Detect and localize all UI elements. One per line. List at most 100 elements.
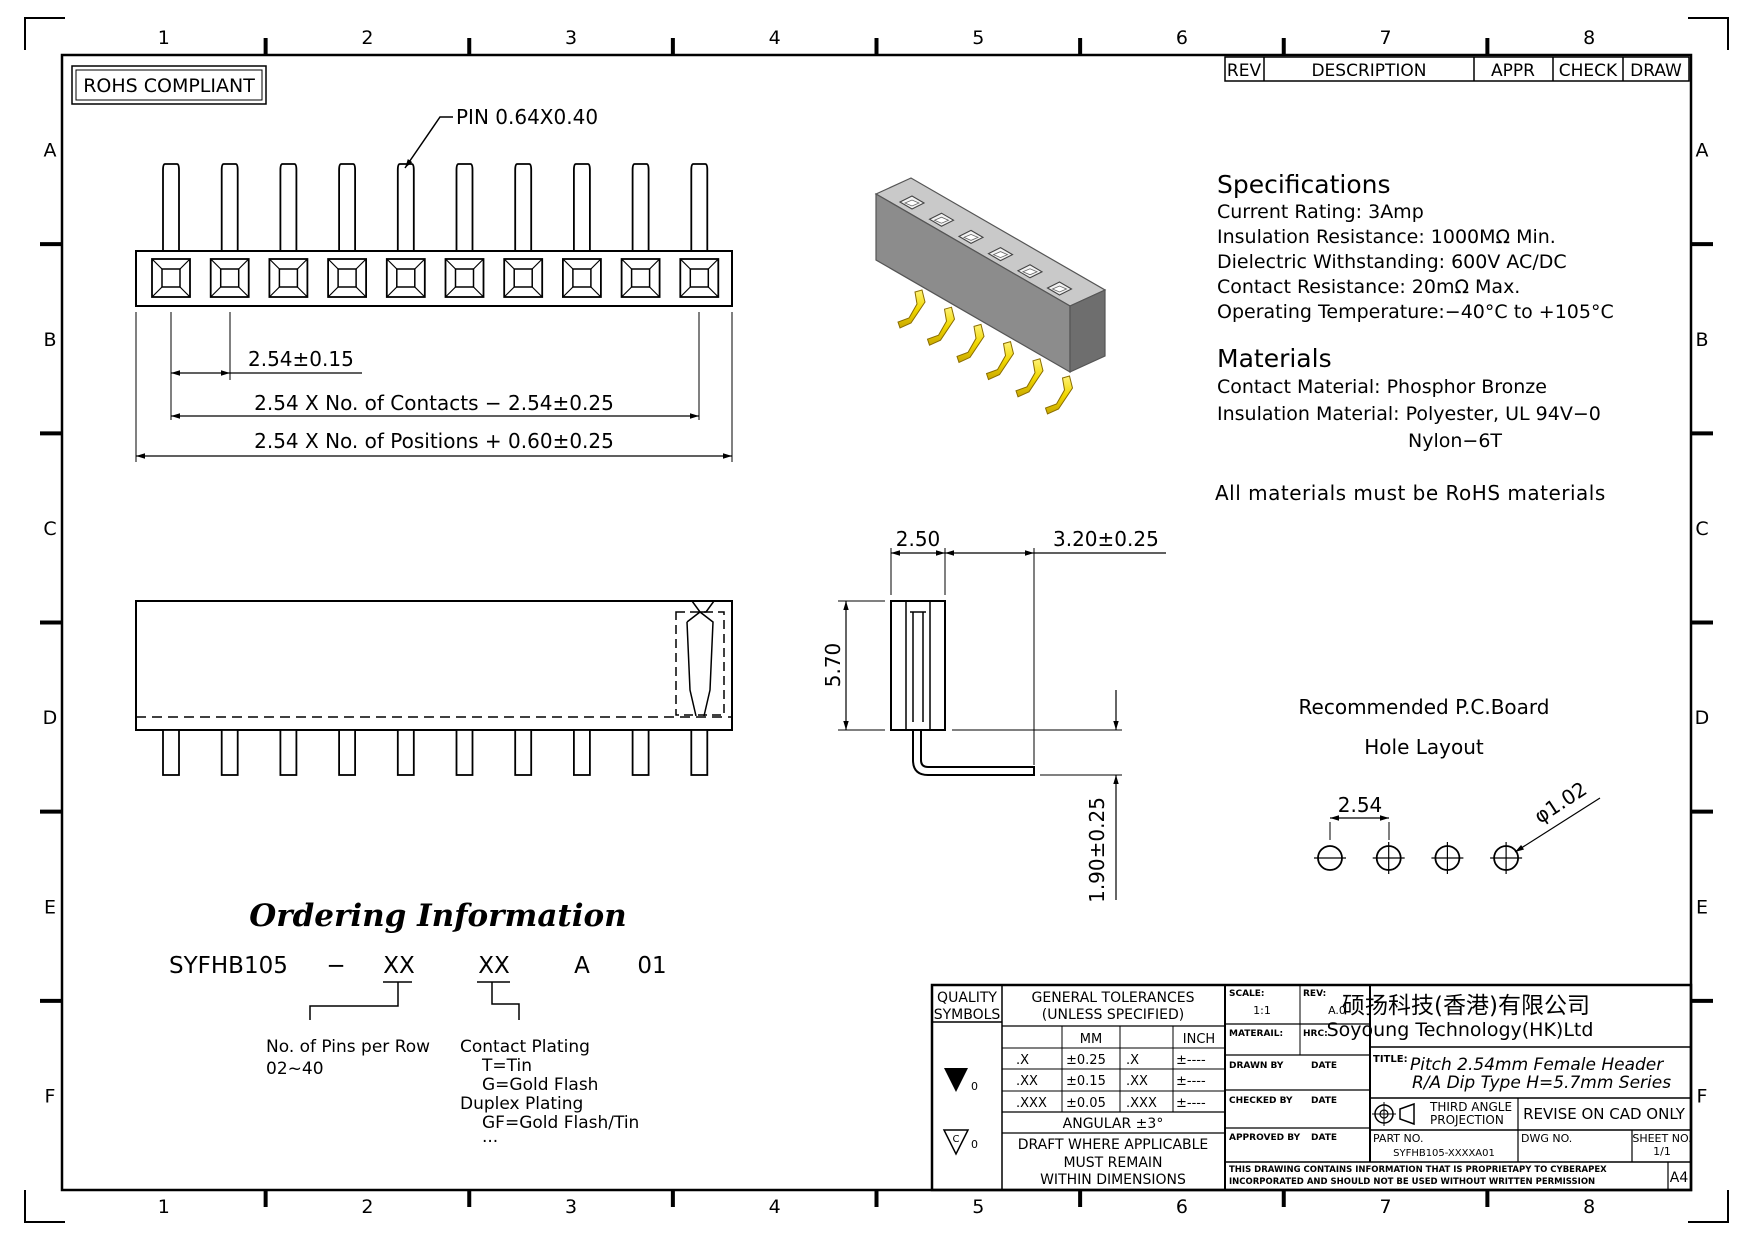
angular-tolerance: ANGULAR ±3°: [1063, 1116, 1164, 1132]
symbols-label: SYMBOLS: [934, 1007, 1001, 1023]
front-view-pin: [573, 729, 591, 776]
top-view-pin: [690, 163, 709, 251]
zone-row-label: F: [1697, 1085, 1708, 1107]
dim-tail-label: 1.90±0.25: [1085, 797, 1109, 903]
top-view-cavity: [562, 258, 602, 298]
zone-row-label: B: [43, 329, 56, 351]
pin-label: PIN 0.64X0.40: [456, 105, 598, 129]
draw-header: DRAW: [1630, 61, 1682, 81]
iso-gold-pin: [985, 340, 1015, 381]
zone-row-label: D: [1695, 707, 1710, 729]
proprietary-notice-2: INCORPORATED AND SHOULD NOT BE USED WITH…: [1229, 1177, 1595, 1187]
plating-option: Duplex Plating: [460, 1094, 583, 1114]
part-no-value: SYFHB105-XXXXA01: [1393, 1148, 1495, 1159]
zone-column-label: 5: [972, 27, 984, 49]
front-view-pin: [690, 729, 709, 776]
zone-row-label: B: [1695, 329, 1708, 351]
tol-precision: .XXX: [1126, 1096, 1157, 1111]
checked-date-label: DATE: [1311, 1096, 1337, 1106]
front-view-pin: [514, 729, 533, 776]
ordering-information: Ordering Information SYFHB105 − XX XX A …: [169, 898, 667, 1147]
top-view-pin: [220, 163, 239, 251]
pcb-title-line2: Hole Layout: [1364, 735, 1484, 759]
specifications-block: Specifications Current Rating: 3Amp Insu…: [1217, 170, 1614, 325]
front-view: [135, 600, 733, 776]
zone-column-label: 3: [565, 27, 577, 49]
pcb-pitch-label: 2.54: [1338, 793, 1383, 817]
specifications-heading: Specifications: [1217, 170, 1391, 199]
top-view-cavity: [385, 258, 426, 298]
rohs-compliant-label: ROHS COMPLIANT: [71, 65, 267, 105]
tol-mm: ±0.25: [1066, 1053, 1106, 1068]
approved-date-label: DATE: [1311, 1133, 1337, 1143]
top-view-pin: [573, 163, 591, 251]
quality-symbol-filled-icon: [944, 1068, 968, 1092]
rev-label: REV:: [1303, 989, 1326, 999]
top-view-cavity: [620, 258, 661, 298]
top-view-pin: [514, 163, 533, 251]
material-line: Contact Material: Phosphor Bronze: [1217, 376, 1547, 398]
hrc-label: HRC:: [1303, 1029, 1328, 1039]
sheet-label: SHEET NO.: [1632, 1132, 1691, 1145]
drawn-date-label: DATE: [1311, 1061, 1337, 1071]
top-view-pin: [396, 163, 415, 251]
top-view-pin: [279, 163, 298, 251]
iso-gold-pin: [897, 289, 926, 329]
spec-line: Dielectric Withstanding: 600V AC/DC: [1217, 251, 1567, 273]
zone-row-label: E: [1696, 896, 1708, 918]
front-view-pin: [455, 729, 474, 776]
dwg-no-label: DWG NO.: [1521, 1132, 1572, 1145]
zone-column-label: 8: [1583, 1196, 1595, 1218]
top-view-cavity: [151, 258, 191, 298]
top-view-cavity: [327, 258, 368, 298]
zone-column-label: 6: [1176, 1196, 1188, 1218]
isometric-view: [874, 177, 1107, 415]
zone-column-label: 7: [1380, 27, 1392, 49]
check-header: CHECK: [1559, 61, 1618, 81]
zone-column-label: 2: [361, 27, 373, 49]
zone-column-label: 4: [769, 27, 781, 49]
plating-option: ...: [482, 1127, 498, 1147]
top-view-pin: [338, 163, 356, 251]
unless-specified: (UNLESS SPECIFIED): [1042, 1007, 1184, 1023]
draft-note-2: MUST REMAIN: [1063, 1155, 1162, 1171]
dim-offset-label: 3.20±0.25: [1053, 527, 1159, 551]
top-view-housing: [135, 250, 733, 307]
title-label: TITLE:: [1373, 1054, 1408, 1065]
pin-leader: [404, 116, 453, 169]
top-view-pin: [162, 163, 180, 251]
draft-note-1: DRAFT WHERE APPLICABLE: [1018, 1137, 1209, 1153]
zone-column-label: 1: [158, 1196, 170, 1218]
zone-row-label: E: [44, 896, 56, 918]
svg-text:C: C: [953, 1134, 960, 1145]
rev-value: A.0: [1328, 1004, 1346, 1017]
zone-row-label: A: [44, 140, 57, 162]
pins-range: 02~40: [266, 1059, 324, 1079]
zone-column-label: 8: [1583, 27, 1595, 49]
quality-label: QUALITY: [937, 990, 997, 1006]
pcb-hole-label: φ1.02: [1530, 777, 1591, 829]
ordering-title: Ordering Information: [249, 898, 626, 934]
zone-row-label: A: [1696, 140, 1709, 162]
company-name-cn: 硕扬科技(香港)有限公司: [1342, 993, 1590, 1019]
rev-header: REV: [1227, 61, 1262, 81]
rohs-text: ROHS COMPLIANT: [83, 75, 255, 97]
front-view-pin: [279, 729, 298, 776]
iso-gold-pin: [956, 323, 985, 364]
tol-inch: ±----: [1176, 1053, 1206, 1068]
top-view-cavity: [503, 258, 544, 298]
dim-contacts-label: 2.54 X No. of Contacts − 2.54±0.25: [254, 391, 614, 415]
top-view-cavity: [209, 258, 250, 298]
mm-header: MM: [1080, 1032, 1102, 1047]
dim-height-label: 5.70: [821, 643, 845, 688]
scale-value: 1:1: [1253, 1004, 1271, 1017]
draft-note-3: WITHIN DIMENSIONS: [1040, 1172, 1186, 1188]
plating-option: GF=Gold Flash/Tin: [482, 1113, 639, 1133]
material-label: MATERAIL:: [1229, 1029, 1283, 1039]
tol-precision: .XX: [1016, 1074, 1038, 1089]
pcb-hole-layout: Recommended P.C.Board Hole Layout 2.54 φ…: [1299, 695, 1601, 874]
top-view: PIN 0.64X0.40 2.54±0.15 2.54 X No. of Co…: [135, 105, 733, 462]
inch-header: INCH: [1183, 1032, 1215, 1047]
zone-column-label: 3: [565, 1196, 577, 1218]
